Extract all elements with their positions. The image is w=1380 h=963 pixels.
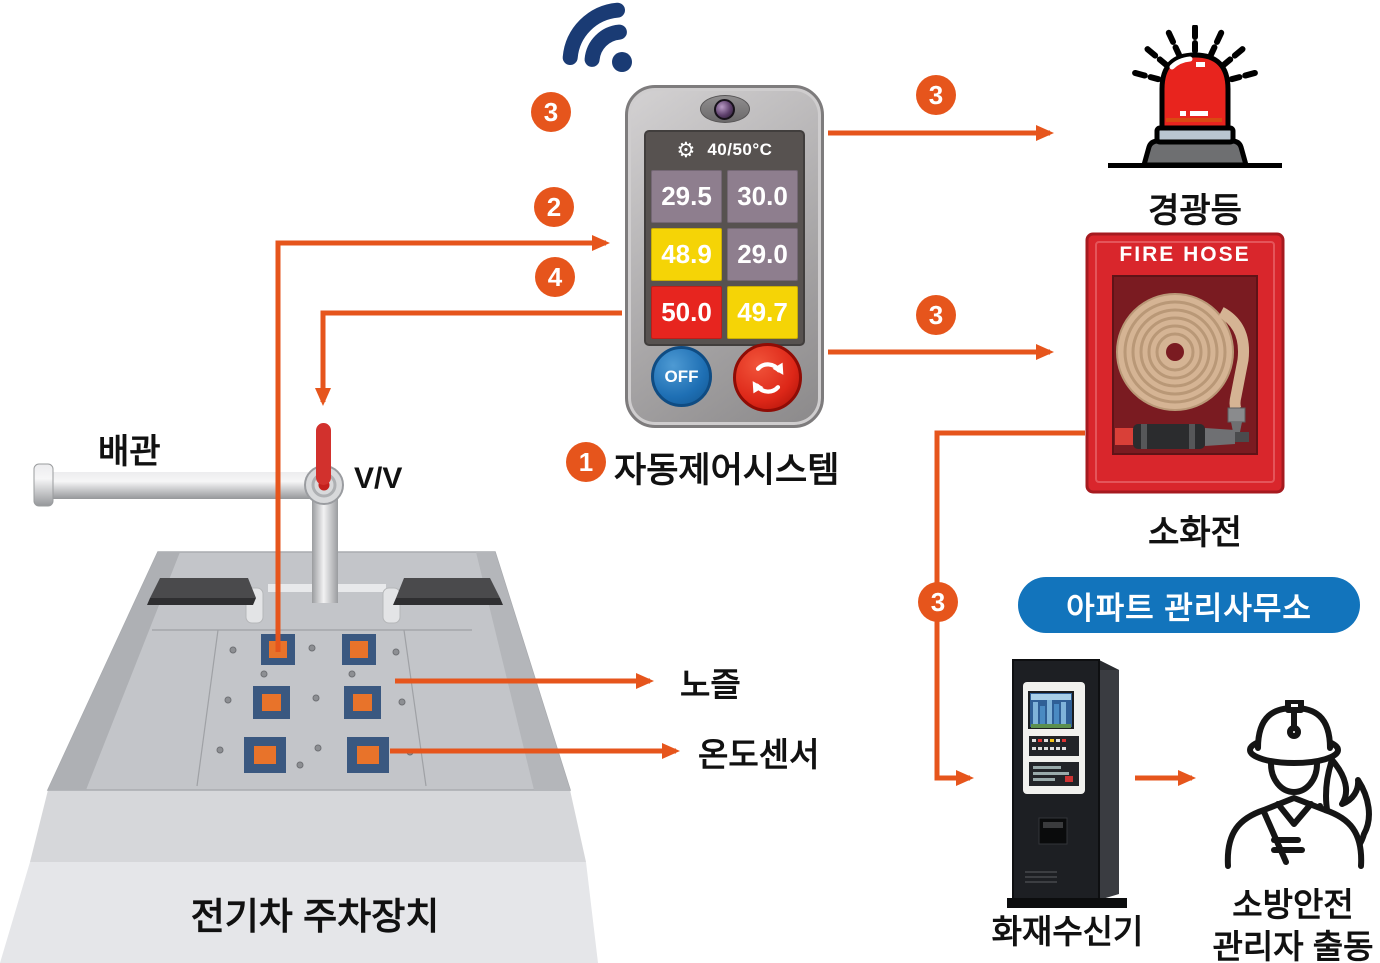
pipework [33,423,344,603]
pipe-flange [33,463,54,507]
helmet-crest [1285,700,1304,713]
firefighter-icon [1224,700,1372,869]
fire-hose-sign: FIRE HOSE [1119,243,1251,266]
restart-icon [752,361,783,394]
arrow-step2 [275,235,610,652]
receiver-vents [1025,871,1057,883]
pipe-horizontal [46,472,328,499]
camera-lens [699,95,750,123]
fire-hose-cabinet [1085,232,1285,494]
setpoint-readout: 40/50°C [707,140,773,159]
temp-cell: 49.7 [727,286,798,339]
temp-cell: 50.0 [651,286,722,339]
temp-sensor-label: 온도센서 [698,736,820,773]
restart-button[interactable] [733,343,802,412]
platform-base [0,862,598,963]
collar [1275,801,1314,827]
valve-handle [316,423,331,485]
off-button[interactable]: OFF [651,346,712,407]
temp-cell: 48.9 [651,228,722,281]
coat [1224,795,1365,869]
temp-cell: 29.0 [727,228,798,281]
step-badge-3: 3 [918,582,958,622]
dispatch-label-line2: 관리자 출동 [1212,928,1374,963]
deck-right-rail [476,552,570,790]
deck-bracket-right [382,587,401,624]
receiver-screen [1028,691,1074,729]
step-badge-2: 2 [534,187,574,227]
pipe-label: 배관 [98,433,161,471]
office-badge: 아파트 관리사무소 [1018,577,1360,633]
receiver-keypad[interactable] [1029,736,1079,786]
receiver-slot[interactable] [1038,817,1068,845]
controller-caption: 자동제어시스템 [614,451,840,490]
pipe-vertical [312,497,338,603]
platform-skirt [30,790,586,862]
fire-receiver-cabinet [1007,659,1127,908]
auto-control-device: ⚙ 40/50°C 29.5 30.0 48.9 29.0 50.0 49.7 … [625,85,824,428]
deck-left-rail [48,552,180,790]
step-badge-3: 3 [916,75,956,115]
step-badge-3: 3 [531,92,571,132]
siren-rays [1132,25,1258,83]
arrow-step4-valve [315,310,622,406]
wheel-slot-right [393,578,503,605]
temp-cell: 29.5 [651,170,722,223]
wheel-slot-left [147,578,256,605]
siren-icon [1108,25,1282,168]
step-badge-4: 4 [535,257,575,297]
deck-seams [152,629,472,787]
valve-label: V/V [354,462,403,495]
hydrant-label: 소화전 [1148,514,1242,552]
siren-ground-line [1108,163,1282,168]
deck-nozzle-sensor-squares [244,634,389,773]
nozzle-label: 노즐 [680,666,741,703]
step-badge-3: 3 [916,295,956,335]
fire-hose-coil [1116,293,1250,437]
hose-nozzle [1115,424,1249,449]
wifi-icon [562,2,632,72]
dispatch-label-line1: 소방안전 [1232,886,1354,923]
siren-dome [1159,52,1231,131]
siren-label: 경광등 [1148,192,1242,230]
receiver-label: 화재수신기 [991,913,1144,950]
step-badge-1: 1 [566,442,606,482]
platform-label: 전기차 주차장치 [190,896,440,937]
receiver-plinth [1007,898,1127,908]
siren-base [1140,138,1250,168]
temperature-grid: 29.5 30.0 48.9 29.0 50.0 49.7 [651,170,798,339]
device-screen: ⚙ 40/50°C 29.5 30.0 48.9 29.0 50.0 49.7 [644,130,805,346]
temp-cell: 30.0 [727,170,798,223]
gear-icon[interactable]: ⚙ [676,138,696,162]
